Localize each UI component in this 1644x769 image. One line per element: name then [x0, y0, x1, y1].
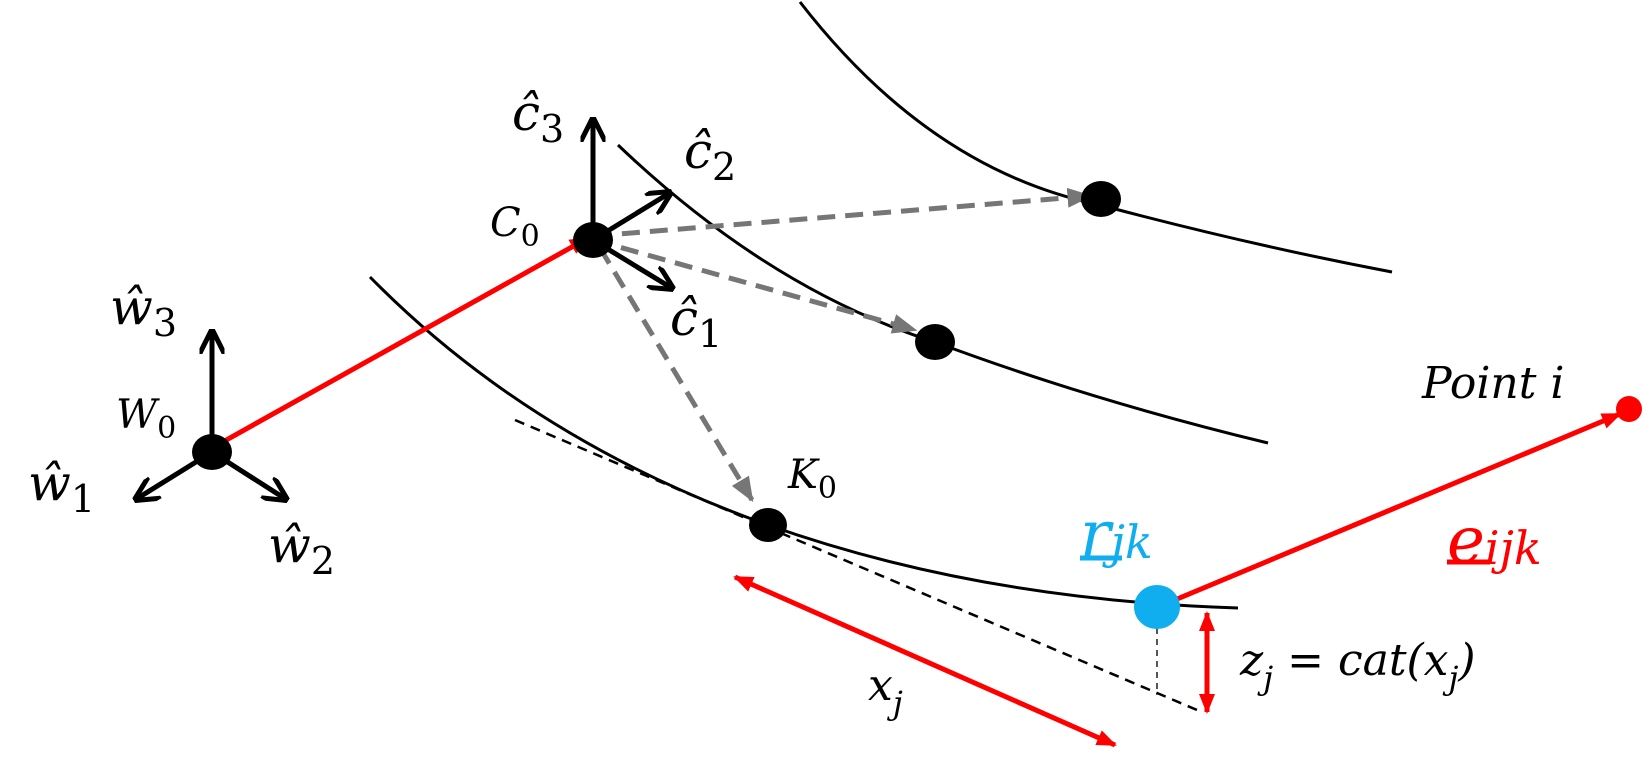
curve-point-middle — [915, 324, 955, 360]
projection-arrow-top — [593, 187, 1093, 239]
label-w3: ŵ3 — [110, 278, 177, 345]
label-w0: W0 — [116, 392, 176, 446]
point-i — [1616, 396, 1642, 422]
catenary-curve-top — [798, 1, 1393, 274]
curve-point-top — [1081, 181, 1121, 217]
label-x-j: xj — [868, 660, 903, 722]
world-to-camera-vector — [210, 235, 590, 451]
label-w1: ŵ1 — [28, 454, 95, 521]
reprojected-point-rjk — [1134, 585, 1180, 629]
world-origin-point — [192, 434, 232, 470]
camera-origin-point — [573, 222, 613, 258]
label-point-i: Point i — [1421, 358, 1564, 409]
label-z-j-equation: zj = cat(xj) — [1239, 635, 1476, 697]
label-k0: K0 — [787, 452, 837, 506]
catenary-curve-middle — [616, 143, 1269, 445]
label-c0: C0 — [490, 200, 540, 254]
label-c2: ĉ2 — [684, 122, 736, 189]
xj-double-arrow — [733, 574, 1117, 748]
label-e-ijk: eijk — [1447, 504, 1542, 578]
label-r-jk: rjk — [1080, 498, 1153, 572]
residual-vector — [1157, 411, 1622, 610]
projection-arrow-bottom — [597, 246, 755, 503]
label-c3: ĉ3 — [512, 84, 564, 151]
label-w2: ŵ2 — [268, 516, 335, 583]
label-c1: ĉ1 — [670, 289, 722, 356]
vertex-point-k0 — [749, 508, 787, 542]
